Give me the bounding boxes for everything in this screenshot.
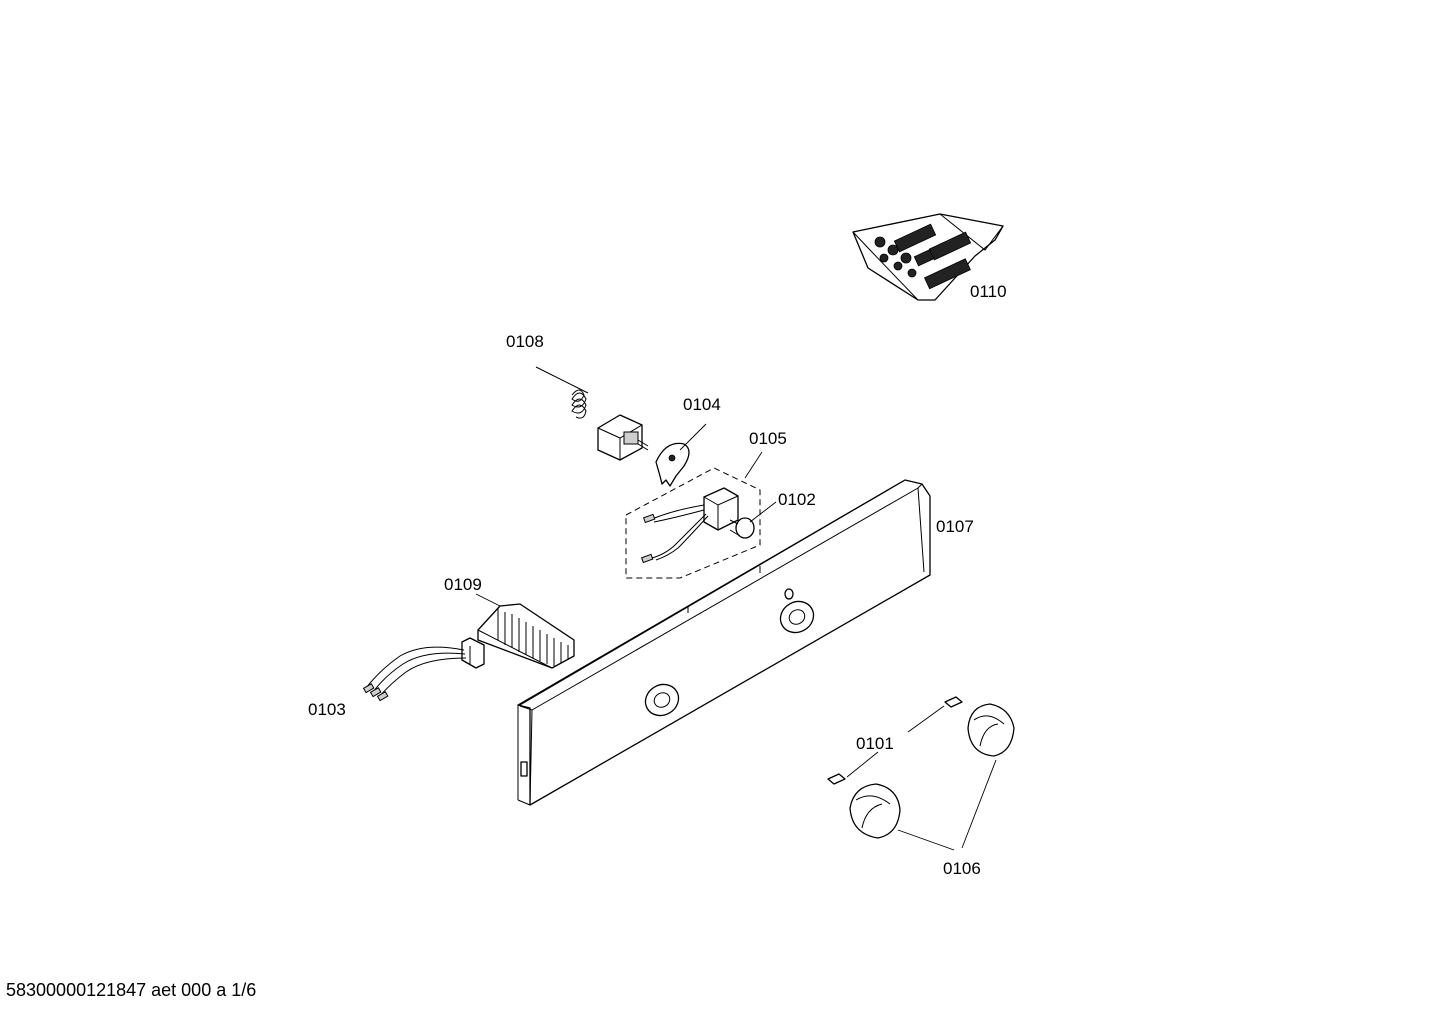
document-id-footer: 58300000121847 aet 000 a 1/6 — [6, 980, 257, 1000]
switch-group-0105 — [625, 451, 763, 579]
label-0109: 0109 — [444, 575, 482, 594]
label-0101: 0101 — [856, 734, 894, 753]
thermostat-0108 — [535, 366, 649, 461]
wire-harness-0103 — [362, 637, 485, 702]
dial-plate-0104 — [655, 423, 707, 487]
label-0106: 0106 — [943, 859, 981, 878]
label-0110: 0110 — [970, 282, 1007, 301]
control-panel-0107 — [517, 479, 931, 806]
label-0103: 0103 — [308, 700, 346, 719]
label-0108: 0108 — [506, 332, 544, 351]
control-knob-0106 — [849, 703, 1015, 851]
terminal-block-0109 — [475, 593, 575, 669]
label-0104: 0104 — [683, 395, 721, 414]
label-0107: 0107 — [936, 517, 974, 536]
leader-0102 — [749, 501, 777, 523]
screw-bag-0110 — [852, 213, 1004, 301]
label-0105: 0105 — [749, 429, 787, 448]
label-0102: 0102 — [778, 490, 816, 509]
knob-clip-0101 — [827, 696, 963, 785]
